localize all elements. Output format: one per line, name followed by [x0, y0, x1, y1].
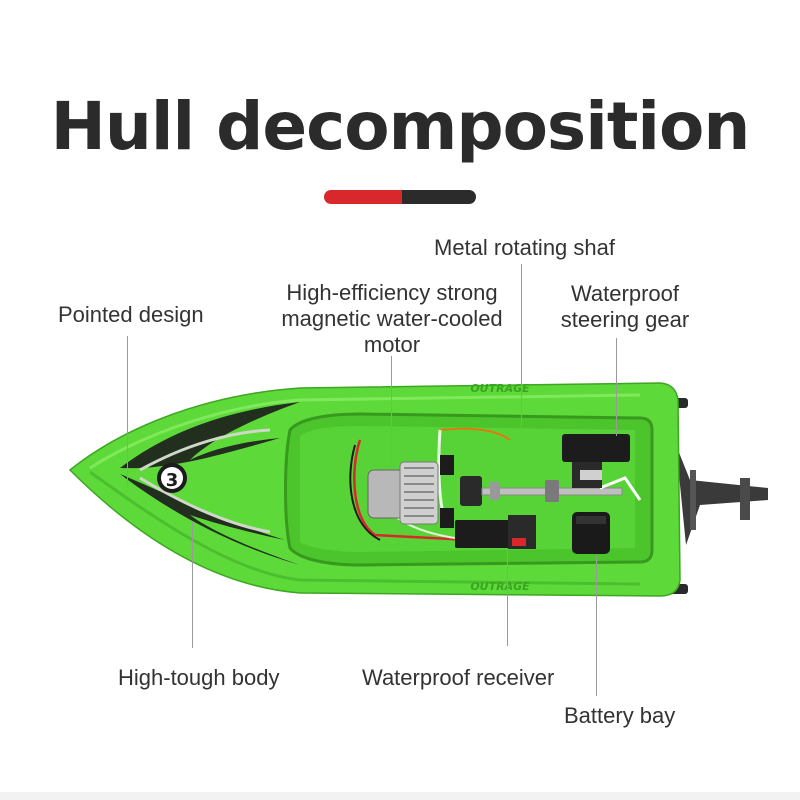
leader-motor	[391, 356, 392, 468]
steering-servo	[562, 434, 630, 488]
race-number-text: 3	[166, 470, 179, 491]
divider-red-segment	[324, 190, 404, 204]
leader-pointed-design	[127, 336, 128, 486]
label-motor: High-efficiency strong magnetic water-co…	[262, 280, 522, 358]
label-motor-line1: High-efficiency strong	[286, 280, 498, 305]
label-battery-bay: Battery bay	[564, 703, 676, 728]
rudder-assembly	[670, 398, 768, 594]
battery-bay-box	[572, 512, 610, 554]
label-metal-shaft: Metal rotating shaf	[434, 235, 615, 260]
divider-dark-segment	[402, 190, 476, 204]
leader-high-tough-body	[192, 522, 193, 648]
title-divider	[324, 190, 476, 204]
bottom-bar	[0, 792, 800, 800]
label-steering-line1: Waterproof	[570, 281, 679, 306]
leader-steering-gear	[616, 338, 617, 436]
propeller-shaft	[460, 476, 642, 506]
leader-metal-shaft	[521, 264, 522, 488]
label-steering-line2: steering gear	[560, 307, 690, 332]
flame-decal-bottom	[120, 474, 300, 565]
hull-side-text-bottom: OUTRAGE	[470, 580, 530, 593]
receiver	[455, 515, 536, 549]
flame-decal-top	[120, 402, 300, 469]
label-high-tough-body: High-tough body	[118, 665, 280, 690]
motor	[367, 455, 454, 528]
label-motor-line2: magnetic water-cooled	[281, 306, 503, 331]
label-pointed-design: Pointed design	[58, 302, 204, 327]
leader-battery-bay	[596, 556, 597, 696]
label-motor-line3: motor	[363, 332, 421, 357]
page-title: Hull decomposition	[50, 88, 751, 165]
label-steering-gear: Waterproof steering gear	[540, 281, 710, 333]
leader-waterproof-receiver	[507, 548, 508, 646]
label-waterproof-receiver: Waterproof receiver	[362, 665, 555, 690]
hull-side-text-top: OUTRAGE	[470, 382, 530, 395]
